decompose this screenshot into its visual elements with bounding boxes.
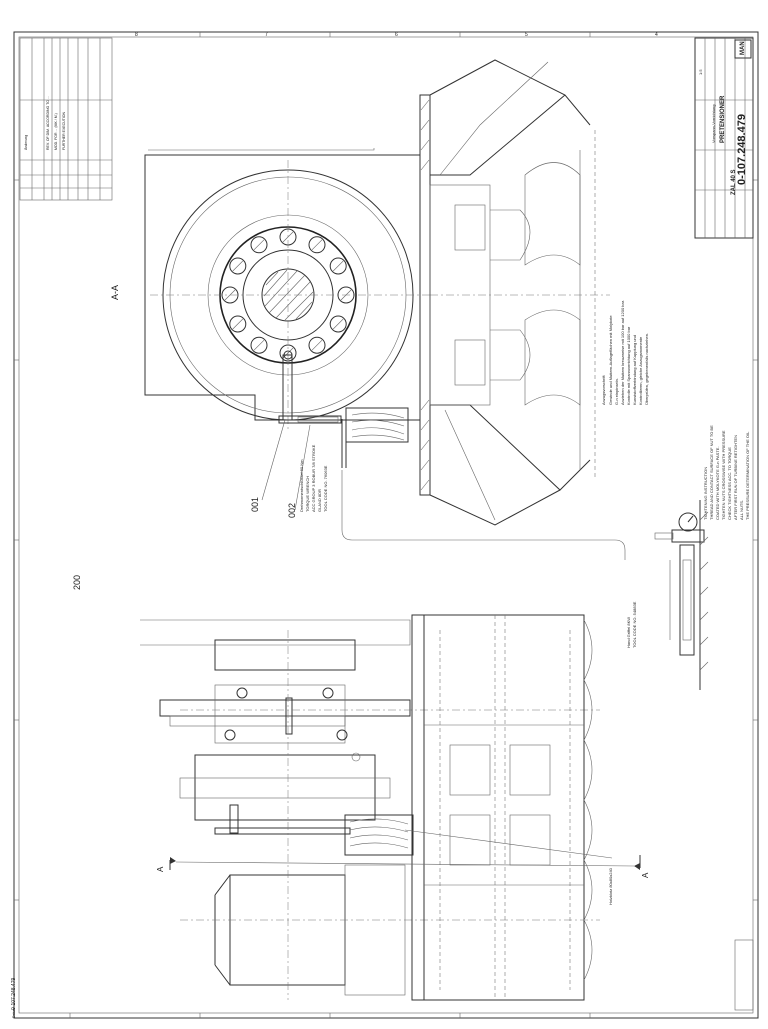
bottom-stamp xyxy=(734,939,754,1011)
wood-block-upper xyxy=(345,407,409,443)
left-edge-code: 0-107.248.479 xyxy=(11,978,17,1010)
bottom-left-label: Datum xyxy=(12,1008,16,1018)
bolt xyxy=(308,336,326,354)
wrench-note: Drehmomentschlüssel 80 Nm TORQUE WRENCH … xyxy=(299,444,328,512)
revision-row: MOD. FOR ... (MK / M.) xyxy=(54,113,58,150)
instructions-en-line: TIGHTEN NUTS CROSSWISE WITH PRESSURE xyxy=(721,430,726,520)
bolt xyxy=(329,257,347,275)
shaft-housing xyxy=(229,874,346,986)
instructions-en-title: TIGHTENING INSTRUCTION xyxy=(703,467,708,520)
bolt xyxy=(329,315,347,333)
coupling-flange xyxy=(159,699,411,717)
instructions-de-line: Gewinde und Muttern-Auflageflächen mit M… xyxy=(608,315,613,405)
hand-grip-note: Hand Griffel 8KW xyxy=(626,617,631,648)
bolt xyxy=(279,344,297,362)
title-block: Vorspann-Vorrichtung PRETENSIONER 0-107.… xyxy=(694,37,754,239)
instructions-en-line: ALL NUTS. xyxy=(739,500,744,520)
instructions-en-line: COATED WITH MOLYKOTE G-n PASTE. xyxy=(715,446,720,520)
section-a-a-view: A-A 001 002 Drehmomentschlüssel 80 Nm TO… xyxy=(110,59,610,526)
tool-arm xyxy=(282,354,293,421)
housing-bottom xyxy=(430,404,591,491)
bolt xyxy=(229,257,247,275)
wood-block-lower xyxy=(344,814,414,856)
instructions-en-line: AFTER FIRST RUN OF TURBINE RETIGHTEN xyxy=(733,435,738,520)
instructions-de-line: Kontrolle mit Spannvorrichtung auf 1000 … xyxy=(626,326,631,405)
housing-top xyxy=(429,59,591,126)
instructions-en-line: THE PRESSURE DETERMINATION OF THE OIL xyxy=(745,431,750,520)
bolt xyxy=(308,236,326,254)
tightening-instructions: Anzugsvorschrift Gewinde und Muttern-Auf… xyxy=(601,300,750,520)
bolt-hatch xyxy=(332,260,344,272)
section-marker: A xyxy=(641,872,650,878)
grid-label-top: 7 xyxy=(265,32,268,38)
view-label: 200 xyxy=(72,575,82,590)
instructions-de-line: Überprüfen, gegebenenfalls nachziehen. xyxy=(644,333,649,405)
hydraulic-line xyxy=(341,470,626,560)
inner-frame xyxy=(18,36,754,1014)
grid-label-top: 6 xyxy=(395,32,398,38)
tool-beam xyxy=(278,415,342,424)
instructions-en-line: CHECK TIGHTNESS ACC. TO TORQUE xyxy=(727,447,732,520)
section-marker: A xyxy=(156,866,165,872)
bolt xyxy=(250,336,268,354)
pressure-gauge-icon xyxy=(678,512,698,532)
revision-row: FURTHER EXECUTION xyxy=(62,111,66,150)
drawing-title-en: PRETENSIONER xyxy=(720,95,726,143)
bolt-hatch xyxy=(253,239,265,251)
drawing-title-de: Vorspann-Vorrichtung xyxy=(711,105,716,143)
section-label: A-A xyxy=(110,285,120,300)
bolt-hatch xyxy=(232,318,244,330)
wrench-note-line: GLAND 8DR xyxy=(317,489,322,512)
revision-row: REV. OF DIM. ACCORDING TO ... xyxy=(46,96,50,150)
hand-grip-note: TOOL CODE NO. 54883E xyxy=(632,601,637,648)
drawing-number: 0-107.248.479 xyxy=(736,114,748,185)
bolt-hatch xyxy=(232,260,244,272)
instructions-de-line: Kunststoffverbindung auf Kupplung und xyxy=(632,335,637,405)
coupling-body xyxy=(194,754,376,821)
pressure-gauge-assembly: Hand Griffel 8KW TOOL CODE NO. 54883E xyxy=(626,500,709,690)
grid-tick-labels: 8 7 6 5 4 xyxy=(135,32,658,38)
bolt-hatch xyxy=(253,339,265,351)
instructions-de-line: Anziehen der Muttern kreuzweise mit 100 … xyxy=(620,300,625,405)
side-view: A A Holzklotz 80x80x240 xyxy=(140,614,650,1001)
model-designation: ZAL 40 S xyxy=(731,169,737,195)
instructions-de-title: Anzugsvorschrift xyxy=(601,375,606,405)
company-logo-text: MAN xyxy=(740,41,746,55)
wrench-note-line: TORQUE WRENCH xyxy=(305,476,310,512)
wrench-note-line: ACC GROUP 3 ROBUR 7/8 STROKE xyxy=(311,444,316,512)
wrench-note-line: Drehmomentschlüssel 80 Nm xyxy=(299,459,304,512)
wood-block-note: Holzklotz 80x80x240 xyxy=(608,867,613,905)
outer-frame xyxy=(13,31,759,1019)
revision-header: Änderung xyxy=(24,135,28,150)
scale-value: 1:5 xyxy=(698,69,703,75)
bolt-hatch xyxy=(311,239,323,251)
bolt xyxy=(250,236,268,254)
instructions-de-line: Kontrollieren, gleiche Anzugsmomente xyxy=(638,336,643,405)
revision-table: Änderung REV. OF DIM. ACCORDING TO ... M… xyxy=(19,37,113,201)
instructions-en-line: THREAD AND CONTACT SURFACE OF NUT TO BE xyxy=(709,425,714,520)
housing-side-wall xyxy=(411,614,425,1001)
callout-001: 001 xyxy=(250,497,260,512)
bolt-hatch xyxy=(332,318,344,330)
grid-label-top: 8 xyxy=(135,32,138,38)
instructions-de-line: G-n einpinseln. xyxy=(614,378,619,405)
bolt xyxy=(229,315,247,333)
wrench-note-line: TOOL CODE NO. 76063E xyxy=(323,465,328,512)
grid-label-top: 4 xyxy=(655,32,658,38)
grid-label-top: 5 xyxy=(525,32,528,38)
grid-ticks xyxy=(14,32,758,1018)
bolt-hatch xyxy=(311,339,323,351)
callout-002: 002 xyxy=(287,503,297,518)
